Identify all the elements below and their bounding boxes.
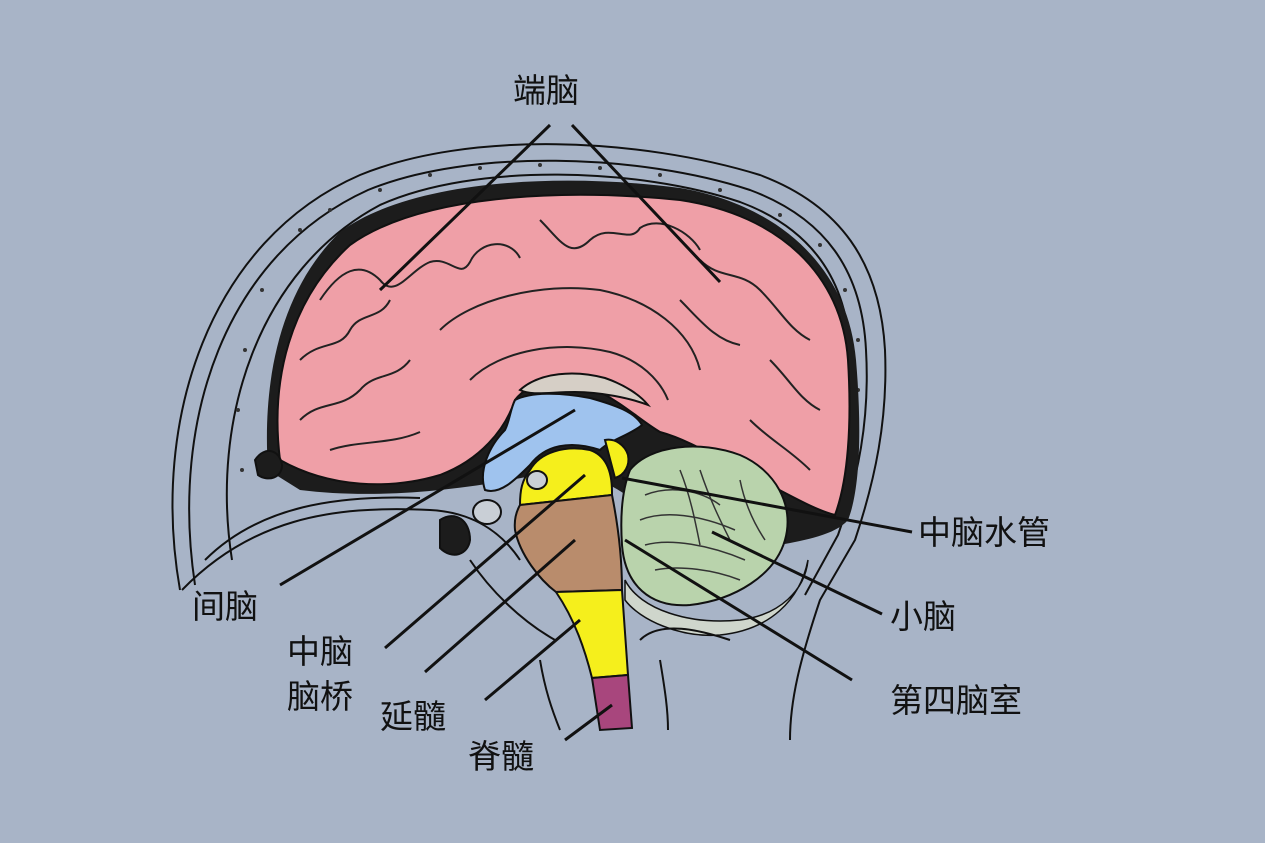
leader-pons: [424, 538, 576, 674]
leader-spinal-cord: [564, 703, 613, 742]
label-cerebellum: 小脑: [890, 597, 956, 636]
medulla: [554, 588, 630, 680]
leader-medulla: [484, 618, 581, 702]
midbrain-tectum: [603, 438, 630, 480]
cerebellum: [620, 445, 789, 607]
cerebellum-lower: [624, 559, 809, 637]
label-medulla: 延髓: [380, 697, 446, 736]
leader-telencephalon-left: [378, 123, 552, 292]
leader-diencephalon: [279, 408, 576, 587]
leader-fourth-ventricle: [624, 538, 853, 682]
cerebrum: [276, 193, 851, 517]
pituitary-area: [253, 450, 548, 556]
corpus-callosum: [518, 372, 652, 408]
label-pons: 脑桥: [287, 677, 353, 716]
label-telencephalon: 端脑: [513, 71, 579, 110]
diencephalon: [481, 392, 644, 492]
label-cerebral-aqueduct: 中脑水管: [918, 513, 1050, 552]
leader-midbrain: [384, 473, 586, 650]
leader-cerebral-aqueduct: [621, 476, 913, 534]
label-diencephalon: 间脑: [192, 587, 258, 626]
label-midbrain: 中脑: [287, 632, 353, 671]
label-fourth-ventricle: 第四脑室: [890, 681, 1022, 720]
spinal-cord: [590, 673, 634, 732]
label-spinal-cord: 脊髓: [468, 737, 534, 776]
cerebrum-gyri: [299, 219, 821, 471]
leader-telencephalon-right: [570, 123, 722, 284]
leader-lines: [279, 123, 913, 742]
skull: [171, 143, 887, 741]
leader-cerebellum: [711, 530, 883, 616]
midbrain: [518, 447, 613, 507]
cerebellum-folia: [639, 469, 766, 581]
